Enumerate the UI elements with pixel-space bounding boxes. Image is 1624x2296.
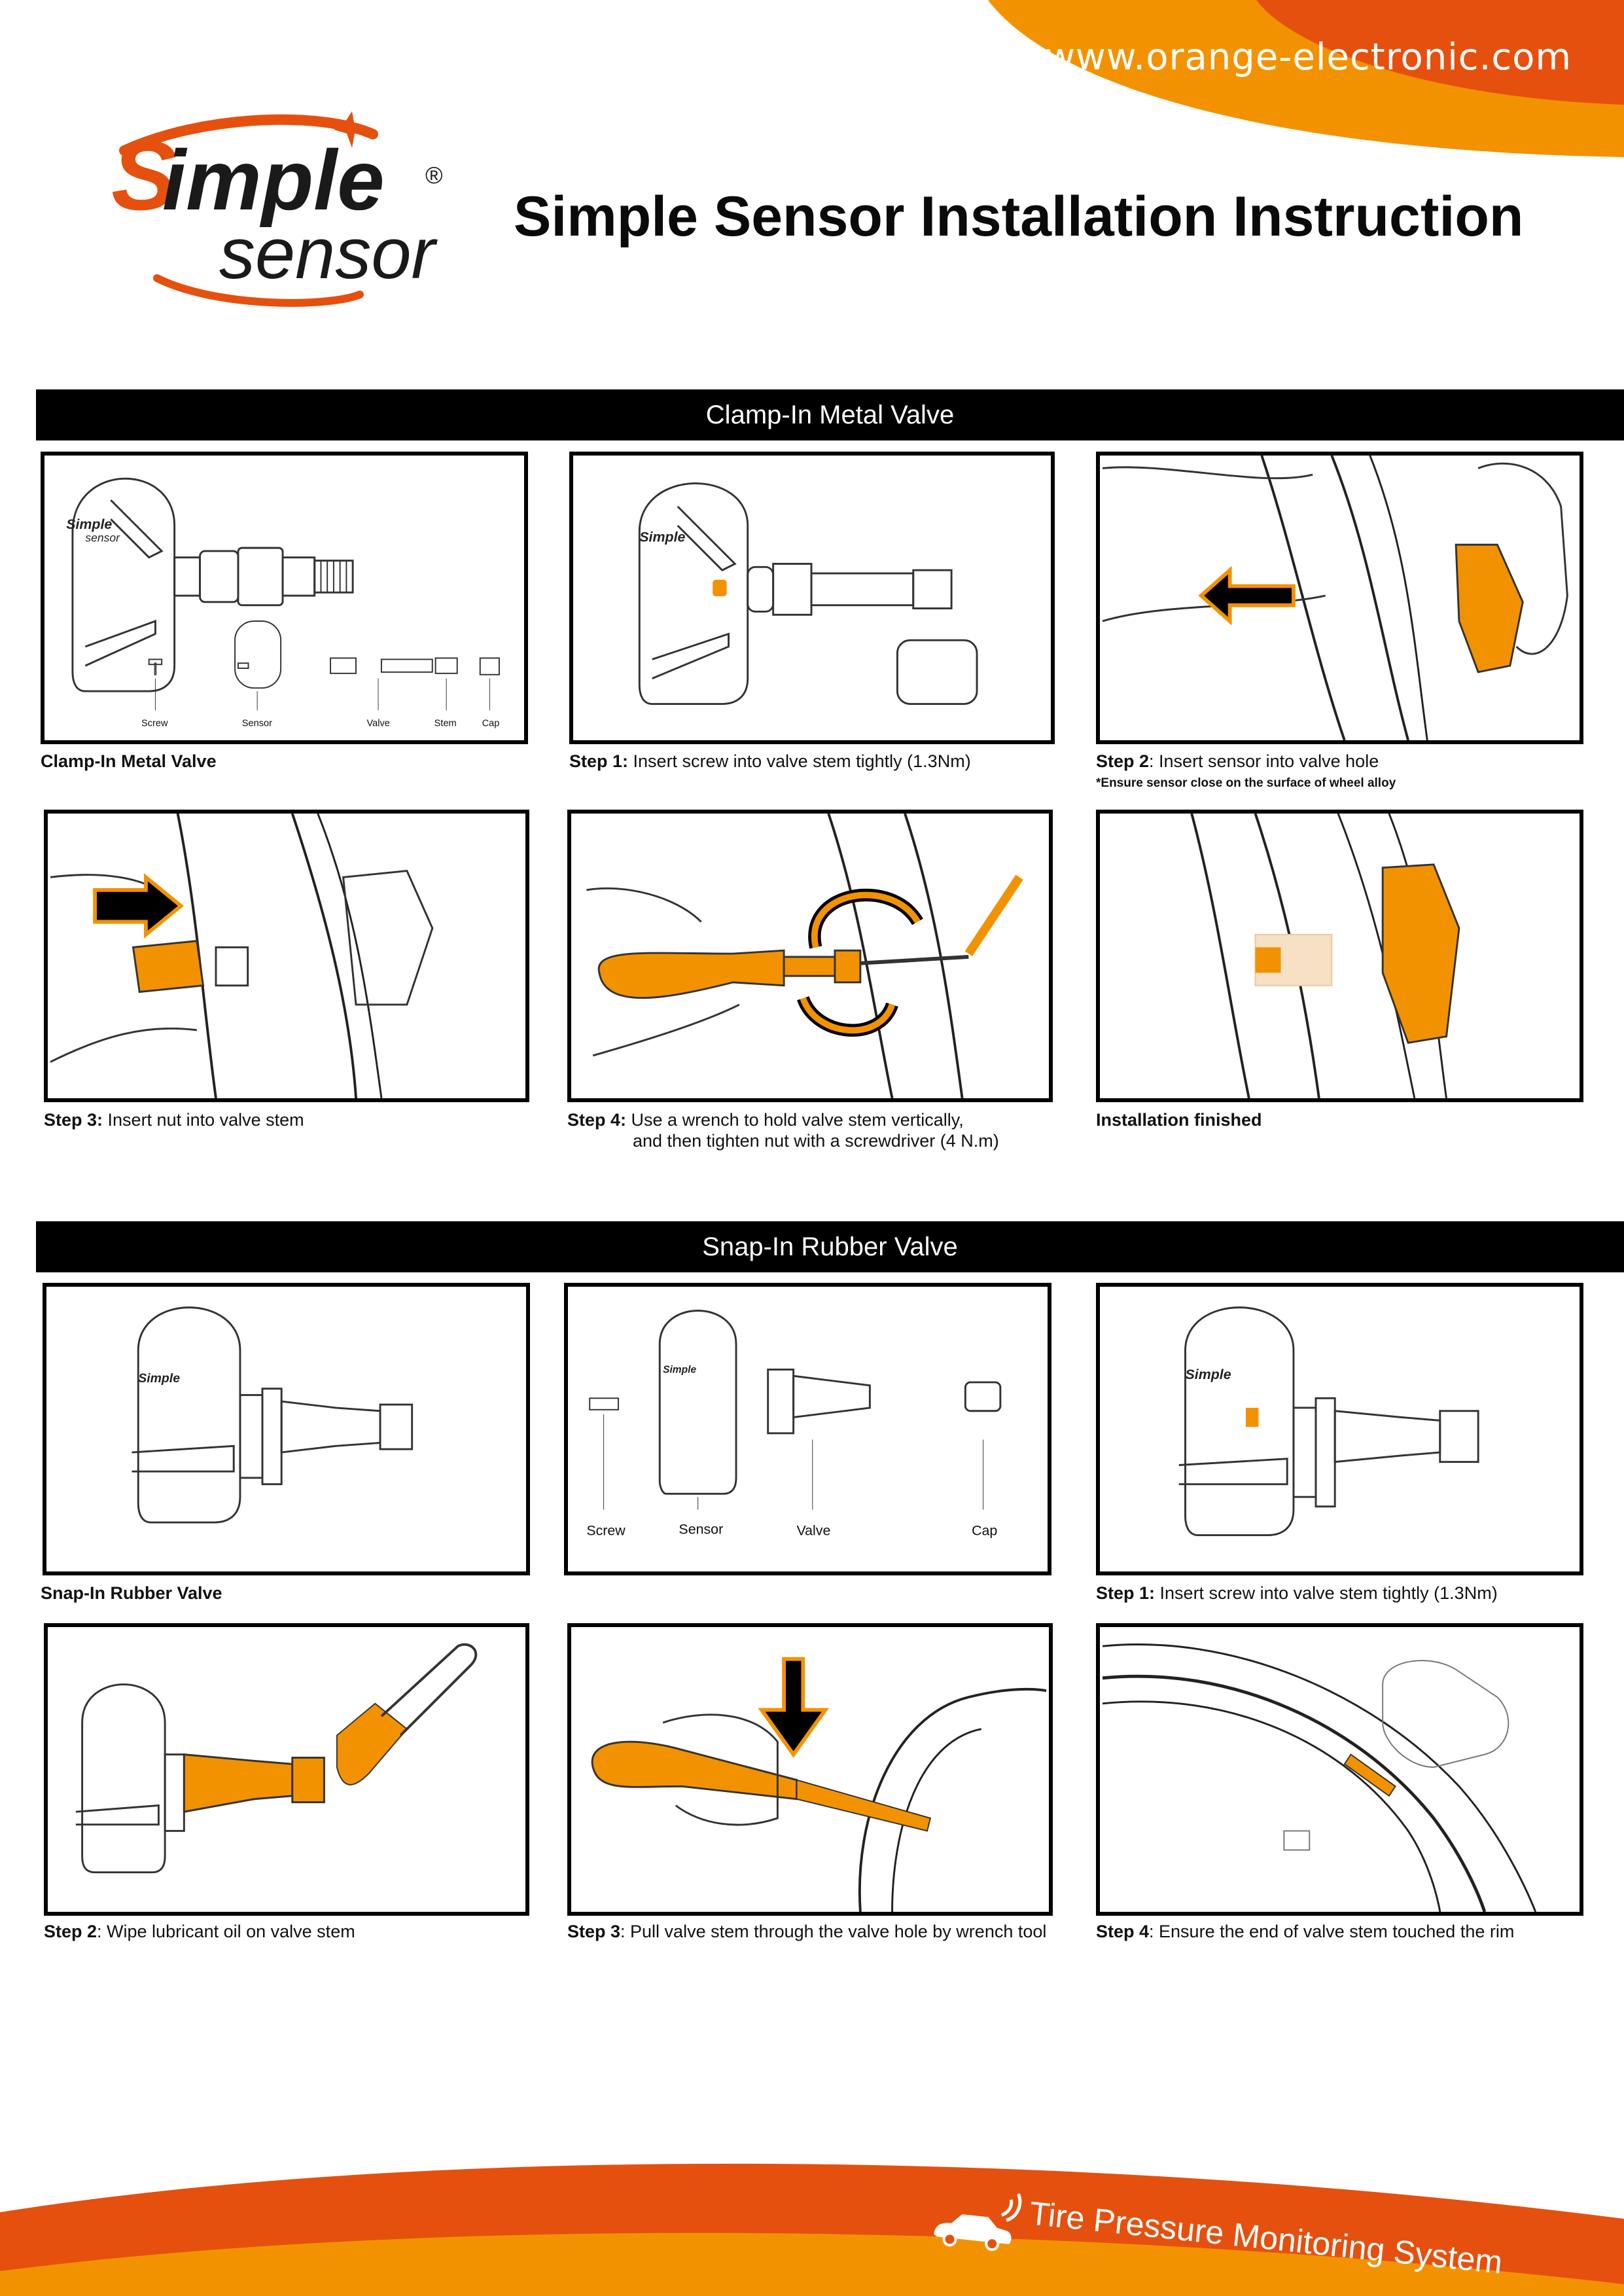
panel-snap-in-step4	[1096, 1623, 1583, 1916]
caption-snap-in-step1: Step 1: Insert screw into valve stem tig…	[1096, 1583, 1498, 1603]
caption-clamp-in-finished: Installation finished	[1096, 1110, 1262, 1130]
part-label-stem: Stem	[434, 719, 457, 729]
caption-snap-in-step3: Step 3: Pull valve stem through the valv…	[567, 1922, 1047, 1941]
part-label-cap: Cap	[482, 719, 500, 729]
panel-clamp-in-step1: Simple	[569, 452, 1055, 744]
caption-clamp-in-step3: Step 3: Insert nut into valve stem	[44, 1110, 304, 1130]
svg-text:Simple: Simple	[1186, 1367, 1231, 1382]
part-label-cap: Cap	[972, 1523, 997, 1539]
panel-clamp-in-step3	[44, 810, 529, 1102]
panel-clamp-in-parts: Simple sensor Screw Sensor Valve Stem Ca…	[41, 452, 528, 744]
footer-tpms: Tire Pressure Monitoring System	[934, 2193, 1504, 2281]
caption-clamp-in-step1: Step 1: Insert screw into valve stem tig…	[569, 751, 971, 771]
panel-snap-in-step3	[567, 1623, 1053, 1916]
car-signal-icon	[934, 2193, 1022, 2251]
arrow-down-icon	[758, 1657, 830, 1758]
arrow-right-icon	[93, 873, 185, 939]
part-label-valve: Valve	[796, 1523, 830, 1539]
footer-swoosh	[0, 2163, 1624, 2296]
panel-clamp-in-step2	[1096, 452, 1583, 744]
part-label-valve: Valve	[367, 719, 390, 729]
caption-clamp-in-step4: Step 4: Use a wrench to hold valve stem …	[567, 1110, 999, 1151]
panel-snap-in-step2	[44, 1623, 529, 1916]
part-label-screw: Screw	[586, 1523, 626, 1539]
caption-clamp-in-step2: Step 2: Insert sensor into valve hole*En…	[1096, 751, 1396, 790]
website-url[interactable]: www.orange-electronic.com	[1045, 36, 1572, 79]
part-label-sensor: Sensor	[679, 1522, 723, 1537]
section-title-clamp-in: Clamp-In Metal Valve	[36, 389, 1624, 440]
caption-snap-in-step2: Step 2: Wipe lubricant oil on valve stem	[44, 1922, 355, 1941]
panel-clamp-in-step4	[567, 810, 1053, 1102]
section-title-snap-in: Snap-In Rubber Valve	[36, 1221, 1624, 1272]
header-swoosh	[988, 0, 1624, 157]
arrow-left-icon	[1198, 565, 1296, 626]
simple-sensor-logo: S imple ® sensor	[111, 111, 443, 307]
svg-text:S: S	[111, 120, 177, 230]
panel-snap-in-step1: Simple	[1096, 1283, 1583, 1575]
panel-snap-in-parts: Simple	[43, 1283, 530, 1575]
svg-text:sensor: sensor	[219, 213, 438, 294]
caption-snap-in: Snap-In Rubber Valve	[41, 1583, 222, 1603]
svg-text:Simple: Simple	[639, 529, 685, 545]
caption-clamp-in: Clamp-In Metal Valve	[41, 751, 217, 771]
svg-text:Simple: Simple	[66, 516, 112, 532]
svg-text:Tire Pressure Monitoring Syste: Tire Pressure Monitoring System	[1028, 2195, 1504, 2281]
part-label-screw: Screw	[141, 719, 168, 729]
svg-text:®: ®	[425, 162, 443, 188]
svg-text:Simple: Simple	[663, 1364, 696, 1375]
svg-text:imple: imple	[162, 132, 385, 228]
page-title: Simple Sensor Installation Instruction	[514, 185, 1524, 248]
svg-text:Simple: Simple	[138, 1371, 180, 1386]
caption-snap-in-step4: Step 4: Ensure the end of valve stem tou…	[1096, 1922, 1515, 1941]
panel-snap-in-components: Simple Screw Sensor Valve Cap	[564, 1283, 1051, 1575]
svg-text:sensor: sensor	[85, 531, 120, 544]
part-label-sensor: Sensor	[242, 719, 272, 729]
panel-clamp-in-finished	[1096, 810, 1583, 1102]
